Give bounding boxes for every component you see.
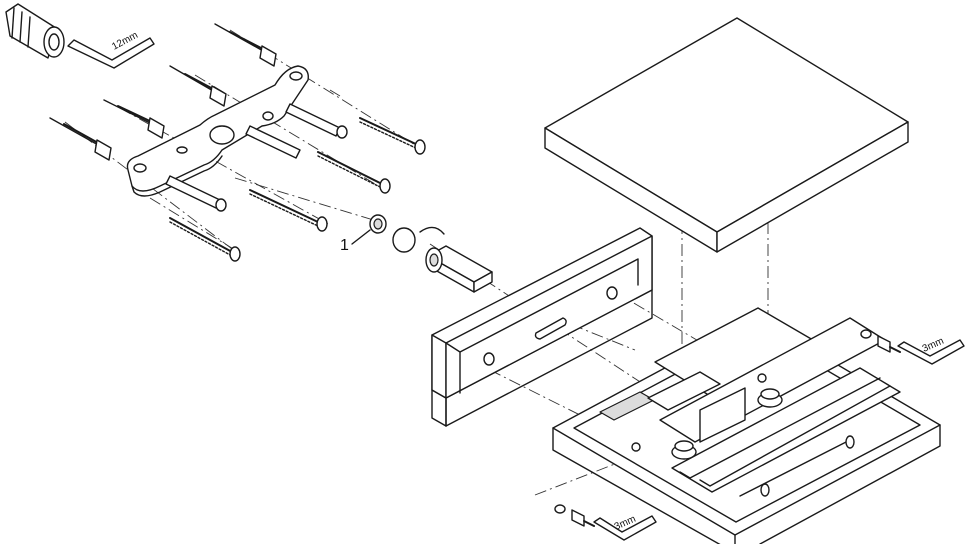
cartridge (419, 226, 493, 293)
cover-plate (544, 17, 909, 253)
anchor-bolt-1 (214, 23, 277, 67)
mounting-bracket (126, 65, 348, 212)
wall-screws (169, 117, 426, 262)
part-number-label: 1 (340, 237, 349, 254)
set-screw-bottom (554, 504, 595, 527)
part-1-seal (369, 214, 387, 234)
o-ring (392, 227, 416, 253)
base-frame (552, 307, 941, 544)
hex-wrench-3mm-bottom: 3mm (593, 514, 657, 541)
screw-4 (169, 217, 241, 262)
hex-wrench-3mm-right: 3mm (897, 336, 965, 365)
screw-2 (317, 151, 391, 194)
handle-escutcheon (431, 227, 653, 427)
hex-wrench-12mm: 12mm (67, 30, 155, 69)
set-screw-right (860, 329, 901, 353)
anchor-bolt-2 (169, 65, 227, 107)
anchor-bolts (49, 23, 277, 161)
screw-1 (359, 117, 426, 155)
anchor-bolt-4 (49, 117, 112, 161)
screw-3 (249, 189, 328, 232)
sleeve-fitting (5, 3, 65, 59)
anchor-bolt-3 (103, 99, 165, 139)
